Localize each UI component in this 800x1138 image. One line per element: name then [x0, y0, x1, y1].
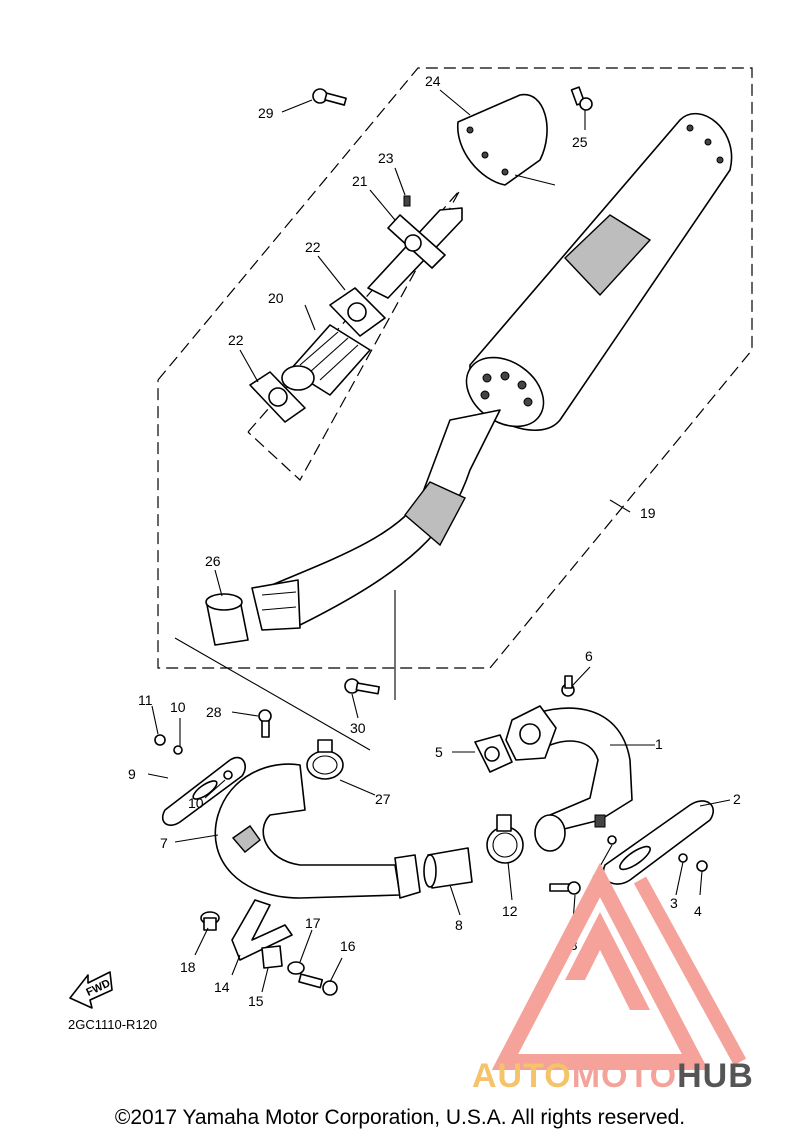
copyright-notice: ©2017 Yamaha Motor Corporation, U.S.A. A… [115, 1106, 685, 1129]
muffler-assembly [251, 113, 733, 631]
fwd-arrow: FWD [69, 971, 113, 1009]
filter-mesh [299, 331, 359, 381]
label-27: 27 [375, 791, 391, 807]
diagram-code: 2GC1110-R120 [68, 1017, 157, 1032]
bolt-13 [549, 881, 581, 895]
bolt-28 [258, 709, 272, 738]
brand-automoto: AUTOMOTOHUB [472, 1057, 754, 1095]
label-9: 9 [128, 766, 136, 782]
label-14: 14 [214, 979, 230, 995]
label-22b: 22 [228, 332, 244, 348]
bolt-29 [312, 88, 347, 106]
label-11: 11 [138, 692, 153, 708]
label-12: 12 [502, 903, 518, 919]
bolt-4 [696, 860, 708, 872]
label-21: 21 [352, 173, 368, 189]
label-16: 16 [340, 938, 356, 954]
collar-26 [205, 593, 249, 646]
label-4: 4 [694, 903, 702, 919]
washer-3a [607, 835, 617, 845]
clamp-12 [486, 814, 524, 864]
exhaust-pipe-1 [505, 705, 633, 852]
washer-17 [287, 961, 305, 975]
label-7: 7 [160, 835, 168, 851]
silencer-internals [249, 86, 593, 423]
label-15: 15 [248, 993, 264, 1009]
header-pipe-7 [214, 763, 421, 899]
label-10b: 10 [188, 795, 204, 811]
automotohub-logo: AUTOMOTOHUB [472, 862, 754, 1095]
heat-guard-2 [602, 800, 714, 885]
label-3b: 3 [670, 895, 678, 911]
label-17: 17 [305, 915, 321, 931]
bolt-16 [298, 973, 338, 996]
gasket-5 [474, 734, 513, 773]
label-8: 8 [455, 917, 463, 933]
collar-18 [200, 911, 220, 931]
label-1: 1 [655, 736, 663, 752]
bracket-14 [231, 899, 293, 961]
label-19: 19 [640, 505, 656, 521]
label-22a: 22 [305, 239, 321, 255]
label-10a: 10 [170, 699, 186, 715]
label-5: 5 [435, 744, 443, 760]
label-26: 26 [205, 553, 221, 569]
joint-8 [423, 847, 473, 889]
label-6: 6 [585, 648, 593, 664]
washer-10a [173, 745, 183, 755]
bolt-6 [561, 675, 575, 697]
label-30: 30 [350, 720, 366, 736]
grommet-15 [261, 945, 283, 969]
bolt-25 [570, 86, 593, 111]
label-18: 18 [180, 959, 196, 975]
label-20: 20 [268, 290, 284, 306]
label-23: 23 [378, 150, 394, 166]
part-labels: 1 2 3 3 4 5 6 7 8 9 10 10 11 12 13 14 15… [128, 73, 741, 1009]
bolt-11 [154, 734, 166, 746]
label-2: 2 [733, 791, 741, 807]
label-25: 25 [572, 134, 588, 150]
assembly-outline [157, 67, 753, 751]
label-29: 29 [258, 105, 274, 121]
washer-3b [678, 853, 688, 863]
washer-10b [223, 770, 233, 780]
bolt-30 [344, 678, 380, 695]
clamp-27 [306, 739, 344, 780]
label-28: 28 [206, 704, 222, 720]
label-24: 24 [425, 73, 441, 89]
